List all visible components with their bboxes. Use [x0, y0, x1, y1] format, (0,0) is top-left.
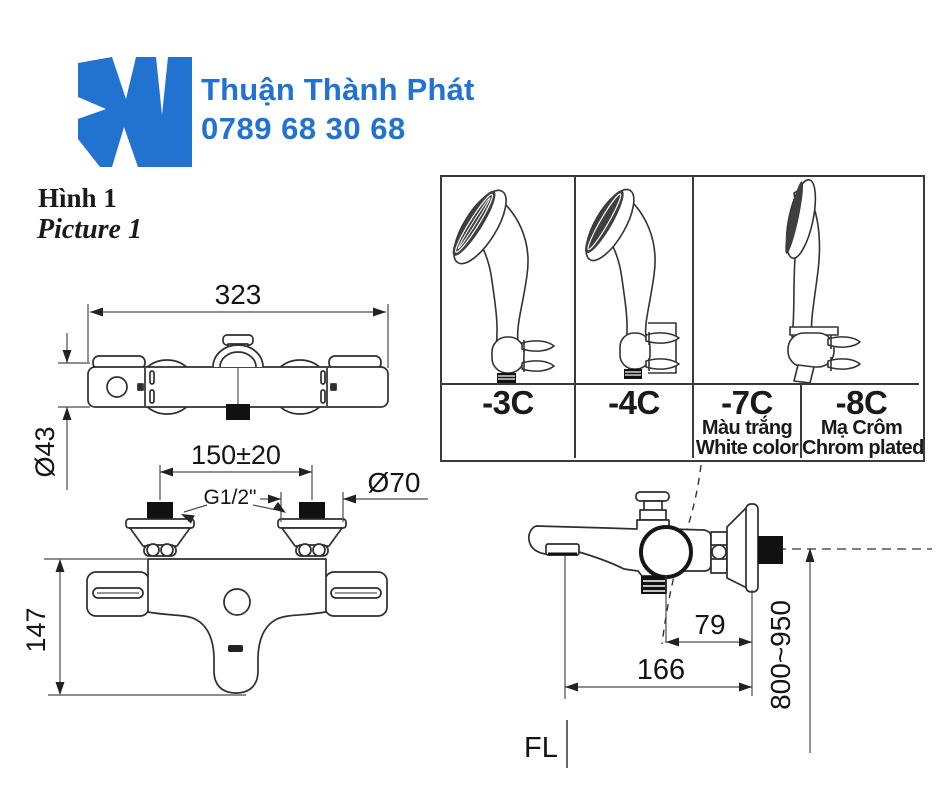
- figure-label-en: Picture 1: [37, 214, 142, 245]
- variant-subline: Mạ Crôm: [820, 417, 903, 439]
- table-col-divider: [574, 177, 576, 383]
- dim-offset-label: 79: [694, 609, 725, 640]
- dim-reach-label: 166: [637, 654, 685, 686]
- table-col-divider: [692, 385, 694, 458]
- side-view-drawing: [527, 464, 932, 645]
- variant-subline: Màu trắng: [701, 417, 793, 439]
- variant-code: -3C: [482, 384, 534, 421]
- brand-block: Thuận Thành Phát 0789 68 30 68: [201, 72, 475, 147]
- variant-label-7c: -7C Màu trắng White color: [694, 384, 800, 459]
- hand-shower-3c-drawing: [452, 189, 555, 383]
- variant-code: -8C: [835, 384, 888, 421]
- variant-table: -3C -4C -7C Màu trắng White color -8C Mạ…: [440, 175, 925, 462]
- top-view-drawing: [87, 334, 389, 420]
- dim-height-label: 147: [21, 607, 51, 652]
- figure-label-vi: Hình 1: [38, 183, 117, 213]
- dim-diameter-label: Ø43: [30, 426, 60, 477]
- table-row-divider: [442, 383, 919, 385]
- variant-label-4c: -4C: [576, 384, 692, 459]
- top-view-dimensions: [58, 304, 389, 490]
- table-col-divider: [692, 177, 694, 383]
- floor-line-label: FL: [524, 732, 558, 764]
- variant-code: -7C: [721, 384, 773, 421]
- variant-subline: Chrom plated: [802, 437, 924, 459]
- company-name: Thuận Thành Phát: [201, 72, 475, 107]
- dim-flange-label: Ø70: [368, 467, 421, 498]
- hand-shower-4c-drawing: [585, 188, 680, 379]
- hand-shower-7c-8c-drawing: [785, 178, 861, 383]
- variant-code: -4C: [608, 384, 660, 421]
- table-col-divider: [800, 385, 802, 458]
- dim-mount-spacing-label: 150±20: [191, 440, 281, 470]
- front-view-drawing: [86, 502, 388, 694]
- table-col-divider: [574, 385, 576, 458]
- phone-number: 0789 68 30 68: [201, 111, 406, 146]
- variant-label-8c: -8C Mạ Crôm Chrom plated: [802, 384, 924, 459]
- side-view-dimensions: [564, 548, 815, 768]
- variant-subline: White color: [695, 437, 799, 459]
- dim-width-label: 323: [215, 279, 262, 310]
- front-view-dimensions: [44, 465, 428, 696]
- dim-install-height-label: 800~950: [765, 600, 796, 710]
- variant-label-3c: -3C: [442, 384, 574, 459]
- dim-thread-label: G1/2": [204, 486, 257, 509]
- company-logo-icon: [78, 57, 192, 167]
